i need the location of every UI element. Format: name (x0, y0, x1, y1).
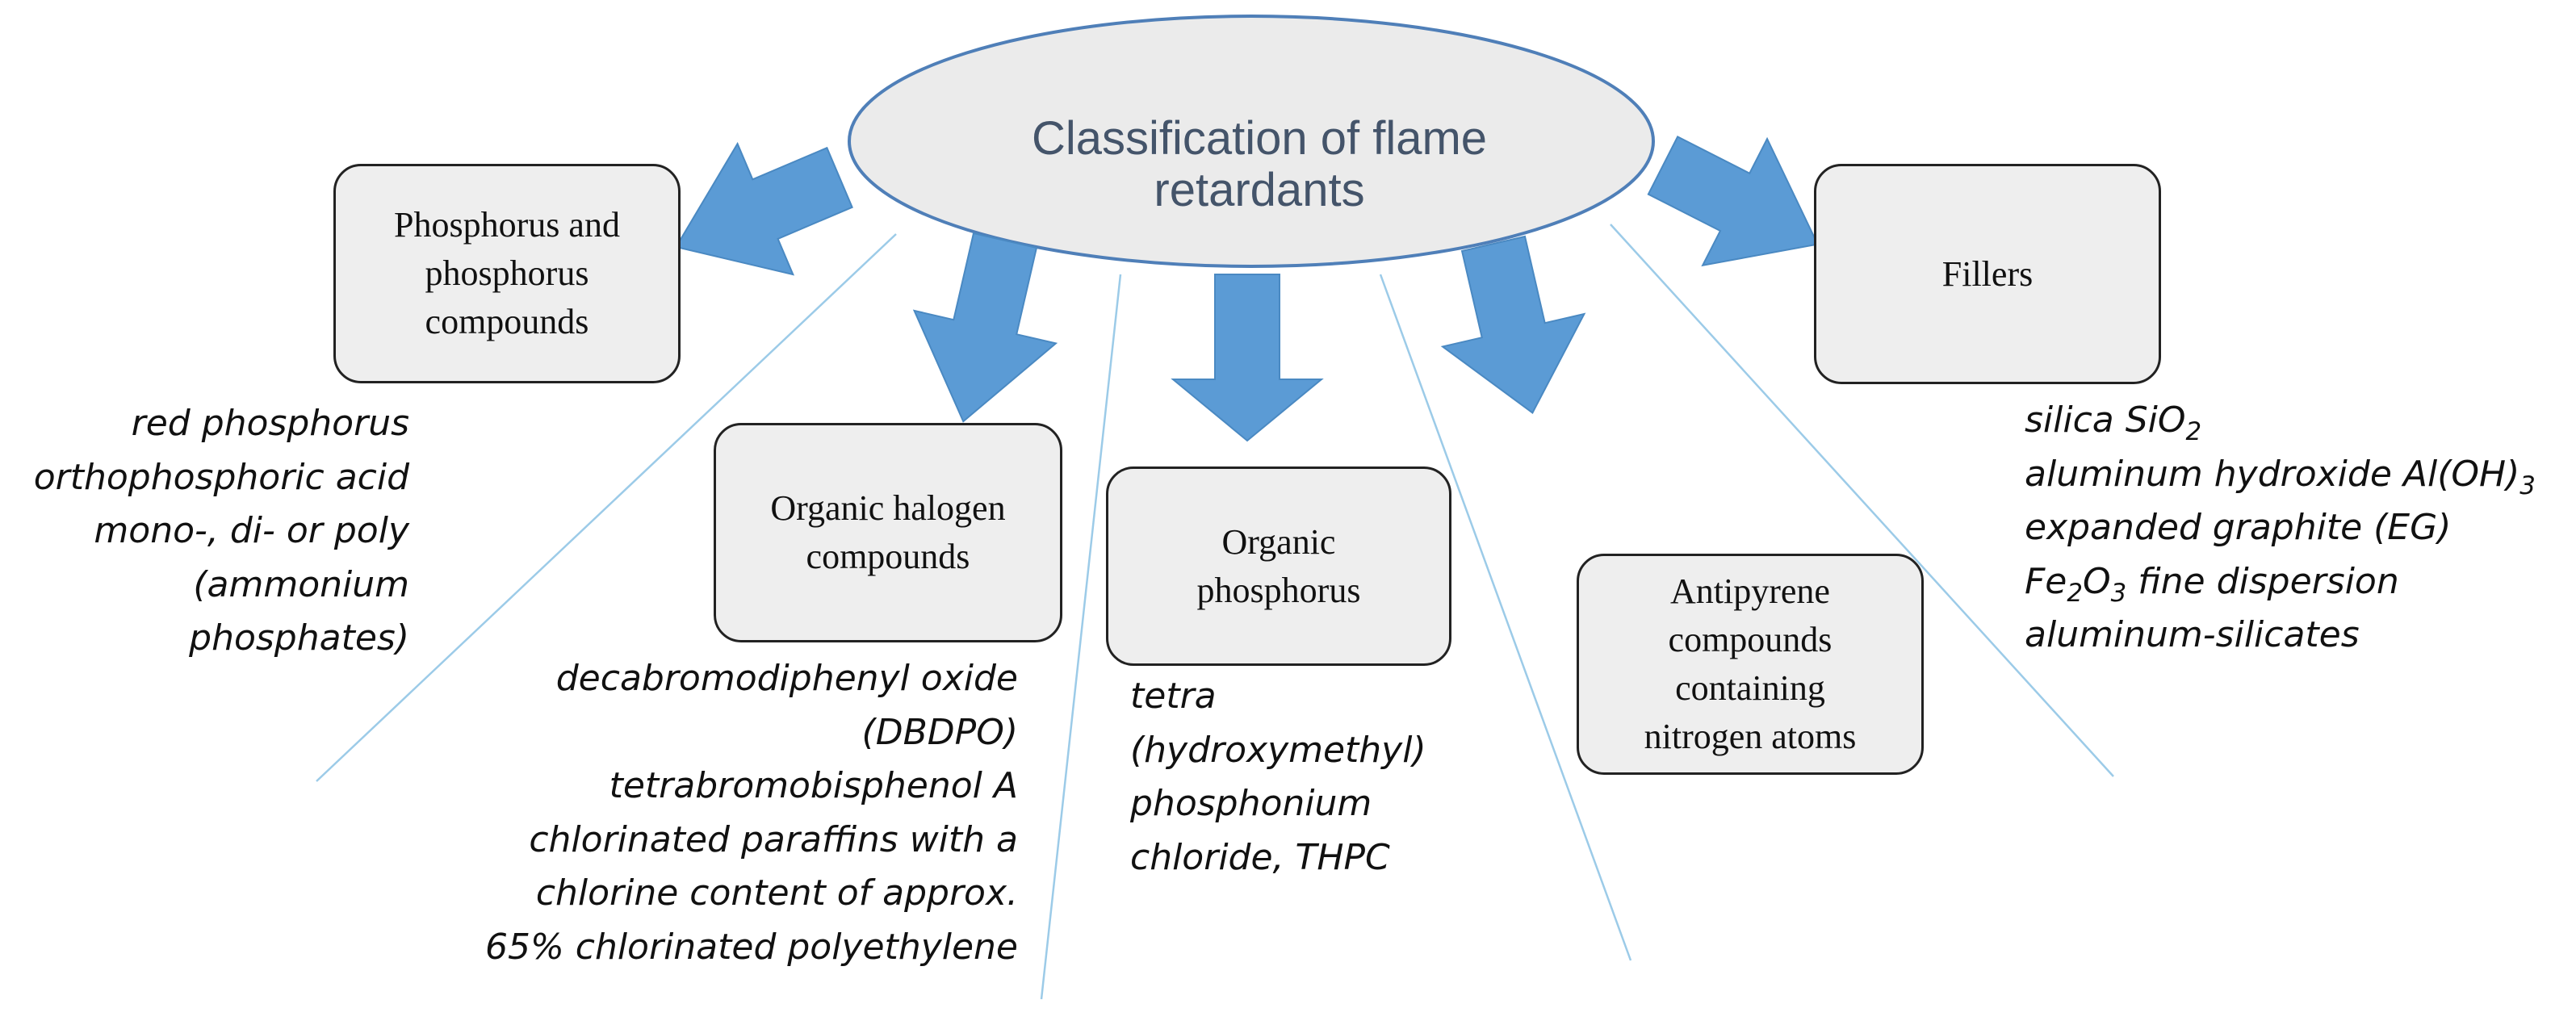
diagram-title: Classification of flame retardants (977, 113, 1542, 216)
list-item: phosphates) (189, 617, 409, 659)
filler-subscript: 3 (2110, 578, 2127, 608)
filler-text: silica SiO (2025, 400, 2186, 441)
box-organic-halogen: Organic halogen compounds (714, 423, 1062, 642)
box-phosphorus-line-2: phosphorus (425, 253, 589, 293)
list-item: chloride, THPC (1130, 836, 1390, 878)
list-item: orthophosphoric acid (33, 456, 409, 498)
arrow-to-nitrogen (1440, 235, 1586, 414)
arrow-to-phosphorus (674, 141, 853, 276)
list-item: aluminum hydroxide Al(OH)3 (2025, 448, 2536, 502)
filler-text: fine dispersion (2126, 560, 2399, 602)
title-line-2: retardants (1154, 164, 1365, 216)
list-phosphorus: red phosphorus orthophosphoric acid mono… (34, 397, 409, 666)
list-organic-phosphorus: tetra (hydroxymethyl) phosphonium chlori… (1130, 670, 1426, 885)
filler-text: O (2083, 560, 2111, 602)
box-halogen-line-1: Organic halogen (770, 488, 1006, 528)
box-nitrogen-line-2: compounds (1668, 620, 1833, 659)
box-fillers: Fillers (1814, 164, 2161, 384)
list-item: mono-, di- or poly (94, 510, 409, 551)
list-item: silica SiO2 (2025, 394, 2536, 448)
separator-line-3 (1379, 274, 1632, 961)
list-item: (DBDPO) (861, 711, 1018, 753)
box-phosphorus-line-3: compounds (425, 302, 589, 341)
list-item: red phosphorus (131, 403, 409, 444)
filler-text: aluminum hydroxide Al(OH) (2025, 453, 2520, 495)
box-nitrogen: Antipyrene compounds containing nitrogen… (1577, 554, 1924, 775)
list-item: (hydroxymethyl) (1130, 729, 1426, 771)
box-phosphorus-line-1: Phosphorus and (394, 205, 620, 245)
box-fillers-label: Fillers (1941, 253, 2034, 294)
separator-line-2 (1040, 274, 1122, 1000)
filler-subscript: 2 (2067, 578, 2083, 608)
list-item: tetra (1130, 676, 1217, 717)
arrow-to-halogen (912, 232, 1058, 423)
list-item: chlorinated paraffins with a (529, 818, 1018, 860)
center-ellipse (848, 15, 1655, 268)
list-item: expanded graphite (EG) (2025, 501, 2536, 555)
filler-text: Fe (2025, 560, 2067, 602)
box-organic-phosphorus-line-1: Organic (1221, 521, 1336, 562)
list-item: (ammonium (193, 563, 409, 605)
arrow-to-organic-phosphorus (1171, 274, 1324, 442)
list-item: chlorine content of approx. (535, 872, 1018, 914)
filler-text: expanded graphite (EG) (2025, 507, 2452, 548)
box-phosphorus: Phosphorus and phosphorus compounds (333, 164, 681, 383)
separator-line-1 (316, 233, 897, 782)
list-organic-halogen: decabromodiphenyl oxide (DBDPO) tetrabro… (485, 652, 1018, 974)
list-item: tetrabromobisphenol A (609, 765, 1018, 806)
box-nitrogen-line-3: containing (1675, 668, 1825, 708)
arrow-to-fillers (1647, 136, 1820, 267)
box-nitrogen-line-4: nitrogen atoms (1644, 717, 1857, 756)
filler-text: aluminum-silicates (2025, 614, 2360, 655)
list-fillers: silica SiO2 aluminum hydroxide Al(OH)3 e… (2025, 394, 2536, 663)
box-organic-phosphorus: Organic phosphorus (1106, 466, 1451, 666)
list-item: decabromodiphenyl oxide (555, 658, 1018, 699)
list-item: Fe2O3 fine dispersion (2025, 555, 2536, 609)
box-halogen-line-2: compounds (806, 537, 970, 576)
box-nitrogen-line-1: Antipyrene (1670, 571, 1830, 611)
box-organic-phosphorus-line-2: phosphorus (1196, 570, 1361, 610)
list-item: phosphonium (1130, 783, 1372, 824)
filler-subscript: 2 (2185, 416, 2202, 446)
title-line-1: Classification of flame (1031, 112, 1488, 165)
list-item: aluminum-silicates (2025, 609, 2536, 663)
separator-line-4 (1610, 224, 2114, 777)
list-item: 65% chlorinated polyethylene (484, 926, 1018, 968)
filler-subscript: 3 (2519, 471, 2536, 500)
